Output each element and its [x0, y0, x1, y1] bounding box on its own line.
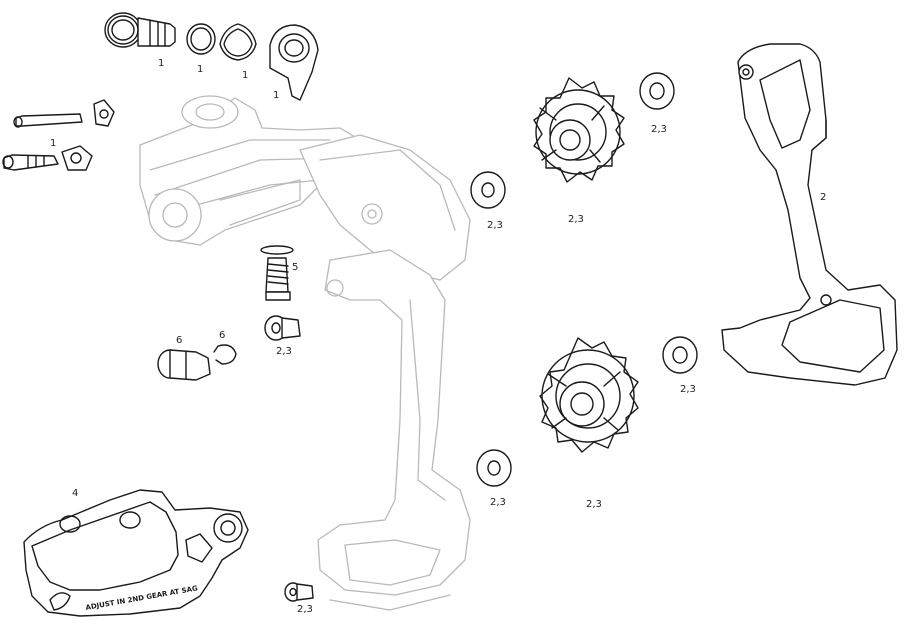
- label-upper-pulley: 2,3: [568, 214, 584, 225]
- label-outer-cage: 2: [820, 192, 826, 203]
- upper-pulley-part: [533, 77, 625, 183]
- label-stop-pin: 6: [176, 335, 182, 346]
- label-lower-pulley: 2,3: [586, 499, 602, 510]
- outer-cage-part: [721, 43, 898, 386]
- lower-pulley-washer-right: [662, 336, 698, 374]
- label-clip: 6: [219, 330, 225, 341]
- label-pivot-bolt: 2,3: [276, 346, 292, 357]
- cage-bolt-part: [284, 582, 314, 602]
- label-cage-bolt: 2,3: [297, 604, 313, 615]
- clip-part: [213, 344, 237, 365]
- label-hanger-insert: 1: [273, 90, 279, 101]
- b-screw-part: [260, 245, 294, 301]
- label-barrel-nut: 1: [158, 58, 164, 69]
- label-ring-round: 1: [197, 64, 203, 75]
- label-upper-washer-right: 2,3: [651, 124, 667, 135]
- lower-pulley-part: [539, 337, 639, 453]
- label-lower-washer-left: 2,3: [490, 497, 506, 508]
- pivot-bolt-part: [264, 315, 301, 341]
- hanger-insert-part: [269, 24, 319, 101]
- label-b-screw: 5: [292, 262, 298, 273]
- bolts-part: [2, 99, 115, 171]
- derailleur-body: [139, 95, 471, 611]
- chain-guide-part: ADJUST IN 2ND GEAR AT SAG: [23, 489, 249, 617]
- label-upper-washer-left: 2,3: [487, 220, 503, 231]
- upper-pulley-washer-left: [470, 171, 506, 209]
- label-bolts: 1: [50, 138, 56, 149]
- label-lower-washer-right: 2,3: [680, 384, 696, 395]
- label-chain-guide: 4: [72, 488, 78, 499]
- barrel-nut-part: [104, 12, 176, 48]
- lower-pulley-washer-left: [476, 449, 512, 487]
- square-ring-part: [219, 23, 257, 61]
- label-ring-square: 1: [242, 70, 248, 81]
- stop-pin-part: [157, 349, 211, 381]
- round-ring-part: [186, 23, 216, 55]
- upper-pulley-washer-right: [639, 72, 675, 110]
